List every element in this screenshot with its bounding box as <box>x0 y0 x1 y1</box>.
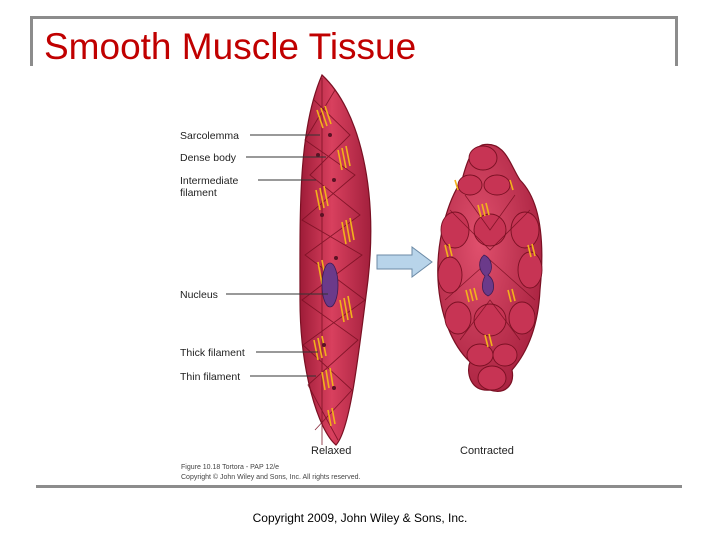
figure-credit-line-1: Figure 10.18 Tortora - PAP 12/e <box>181 464 279 471</box>
bottom-divider <box>36 485 682 488</box>
label-dense-body: Dense body <box>180 152 237 164</box>
figure-credit-line-2: Copyright © John Wiley and Sons, Inc. Al… <box>181 473 361 481</box>
label-sarcolemma: Sarcolemma <box>180 130 239 142</box>
transition-arrow-icon <box>377 247 432 277</box>
copyright-footer: Copyright 2009, John Wiley & Sons, Inc. <box>0 511 720 525</box>
caption-relaxed: Relaxed <box>311 445 351 457</box>
relaxed-nucleus <box>322 263 338 307</box>
contracted-cell <box>438 144 542 391</box>
label-nucleus: Nucleus <box>180 289 218 301</box>
relaxed-cell <box>300 75 371 445</box>
caption-contracted: Contracted <box>460 445 514 457</box>
label-thin-filament: Thin filament <box>180 371 240 383</box>
label-filament: filament <box>180 187 217 199</box>
label-thick-filament: Thick filament <box>180 347 245 359</box>
label-intermediate: Intermediate <box>180 175 239 187</box>
